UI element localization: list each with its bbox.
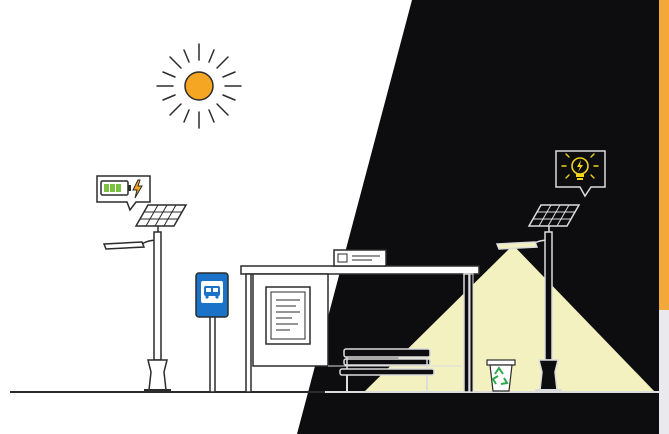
street-light-day bbox=[97, 176, 186, 390]
notice-board bbox=[266, 287, 310, 344]
right-panel bbox=[659, 310, 669, 434]
sun-icon bbox=[157, 44, 241, 128]
accent-bar bbox=[659, 0, 669, 310]
battery-speech-bubble bbox=[97, 176, 150, 210]
bus-stop-sign bbox=[196, 273, 228, 392]
solar-panel-day bbox=[136, 205, 186, 232]
